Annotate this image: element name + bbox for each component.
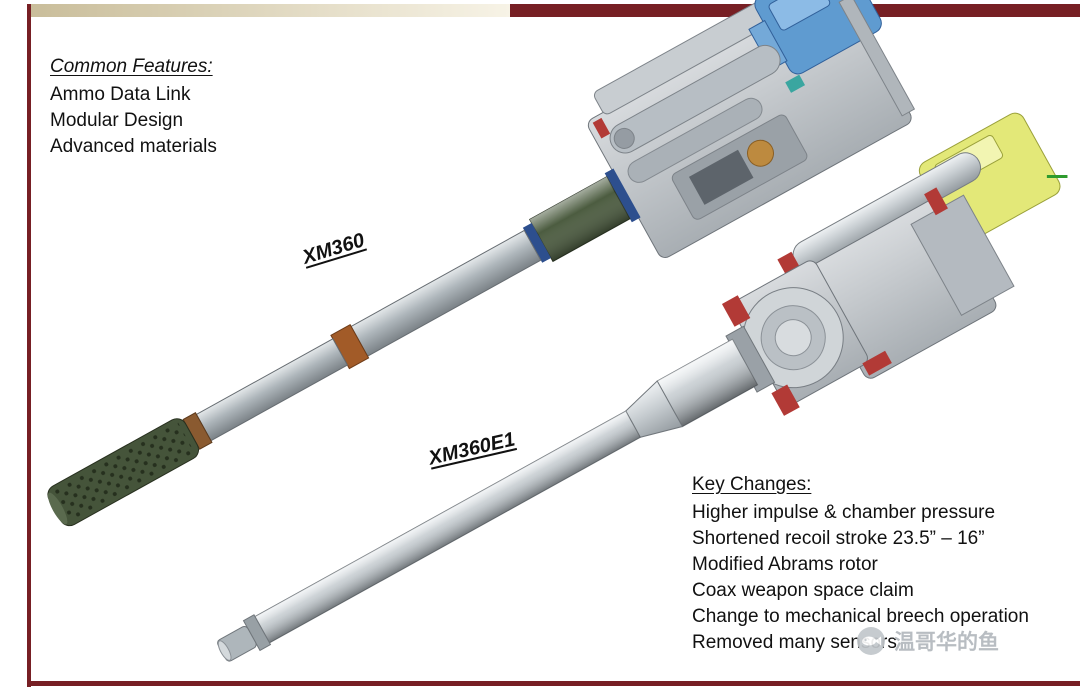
common-features-item: Ammo Data Link — [50, 84, 191, 105]
common-features-title: Common Features: — [50, 56, 213, 77]
recoil-cylinder — [609, 44, 781, 154]
cad-detail — [924, 187, 948, 216]
common-features-item: Advanced materials — [50, 136, 217, 157]
key-changes-title: Key Changes: — [692, 474, 812, 495]
key-changes-item: Removed many sensors — [692, 632, 897, 653]
left-rule — [27, 4, 31, 687]
cad-detail — [721, 295, 751, 327]
breech-end-plate — [838, 0, 916, 117]
cad-detail — [688, 149, 754, 205]
fish-logo-icon — [857, 627, 885, 655]
rotor-hub — [774, 319, 812, 357]
cad-detail — [771, 384, 800, 416]
muzzle-face — [47, 492, 68, 525]
xm360-model — [47, 0, 916, 527]
cad-shading — [657, 339, 758, 427]
barrel-tube — [350, 229, 542, 357]
cad-shading — [254, 411, 641, 643]
watermark: 温哥华的鱼 — [856, 626, 999, 656]
barrel-tube — [195, 338, 349, 442]
cad-shading — [529, 176, 630, 262]
cad-detail — [613, 127, 635, 149]
cad-detail — [592, 117, 611, 139]
muzzle-brake-holes — [51, 421, 195, 523]
ring-blue — [604, 168, 641, 223]
watermark-text: 温哥华的鱼 — [894, 631, 999, 654]
common-features: Common Features: Ammo Data Link Modular … — [50, 54, 217, 160]
ring-blue — [522, 222, 551, 263]
key-changes-item: Coax weapon space claim — [692, 580, 914, 601]
key-changes: Key Changes: Higher impulse & chamber pr… — [692, 472, 1029, 656]
cad-detail — [785, 74, 806, 93]
cad-detail — [746, 139, 774, 167]
cad-detail — [862, 350, 892, 376]
key-changes-item: Modified Abrams rotor — [692, 554, 878, 575]
bottom-rule — [27, 681, 1080, 686]
cad-detail — [1046, 174, 1068, 178]
key-changes-item: Shortened recoil stroke 23.5” – 16” — [692, 528, 985, 549]
cad-detail — [768, 0, 831, 31]
key-changes-item: Change to mechanical breech operation — [692, 606, 1029, 627]
common-features-item: Modular Design — [50, 110, 184, 131]
muzzle-face — [217, 640, 232, 661]
cad-detail — [627, 97, 763, 183]
key-changes-item: Higher impulse & chamber pressure — [692, 502, 996, 523]
xm360e1-model — [217, 112, 1068, 662]
top-banner-tan — [30, 4, 510, 17]
